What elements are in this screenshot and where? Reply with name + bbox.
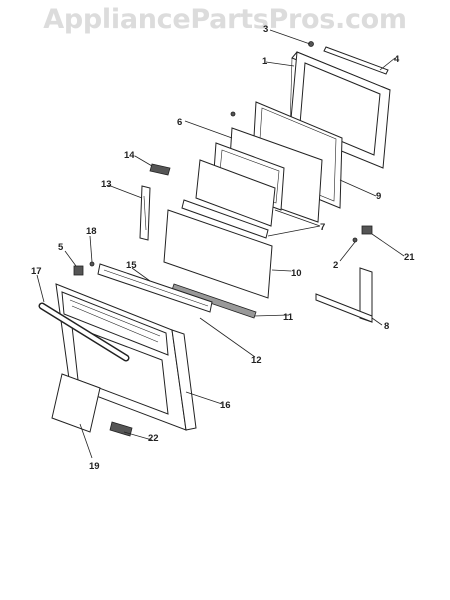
part-7-glass-panes[interactable] <box>181 159 276 239</box>
part-2-screw[interactable] <box>352 237 358 243</box>
callout-19: 19 <box>89 461 100 472</box>
callout-15: 15 <box>126 260 137 271</box>
watermark-logo: AppliancePartsPros.com <box>43 4 407 35</box>
part-18-screw[interactable] <box>89 261 95 267</box>
leader-lines <box>36 29 405 459</box>
callout-1: 1 <box>262 56 268 67</box>
callout-6: 6 <box>177 117 182 128</box>
callout-18: 18 <box>86 226 97 237</box>
callout-2: 2 <box>333 260 338 271</box>
callout-12: 12 <box>251 355 262 366</box>
callout-22: 22 <box>148 433 159 444</box>
part-8-side-trim[interactable] <box>315 267 373 323</box>
part-3-screw[interactable] <box>308 41 314 47</box>
part-22-bracket[interactable] <box>109 421 133 437</box>
callout-3: 3 <box>263 24 268 35</box>
part-11-bottom-strip[interactable] <box>171 283 257 319</box>
part-15-vent-bar[interactable] <box>97 263 213 313</box>
part-4-top-trim[interactable] <box>323 46 389 75</box>
part-19-bottom-panel[interactable] <box>51 373 101 433</box>
callout-7: 7 <box>320 222 325 233</box>
callout-10: 10 <box>291 268 302 279</box>
callout-labels: 1 2 3 4 5 6 7 8 9 10 11 12 13 14 15 16 1… <box>31 24 415 472</box>
callout-17: 17 <box>31 266 42 277</box>
callout-11: 11 <box>283 312 294 323</box>
part-17-handle[interactable] <box>38 302 130 362</box>
part-13-hinge-bracket[interactable] <box>139 185 151 241</box>
part-10-inner-glass[interactable] <box>163 209 273 299</box>
part-21-clip[interactable] <box>361 225 373 235</box>
callout-16: 16 <box>220 400 231 411</box>
callout-8: 8 <box>384 321 389 332</box>
callout-9: 9 <box>376 191 381 202</box>
callout-21: 21 <box>404 252 415 263</box>
callout-4: 4 <box>394 54 400 65</box>
callout-13: 13 <box>101 179 112 190</box>
part-5-clip[interactable] <box>73 265 84 276</box>
callout-5: 5 <box>58 242 64 253</box>
part-14-latch[interactable] <box>149 163 171 176</box>
callout-14: 14 <box>124 150 135 161</box>
